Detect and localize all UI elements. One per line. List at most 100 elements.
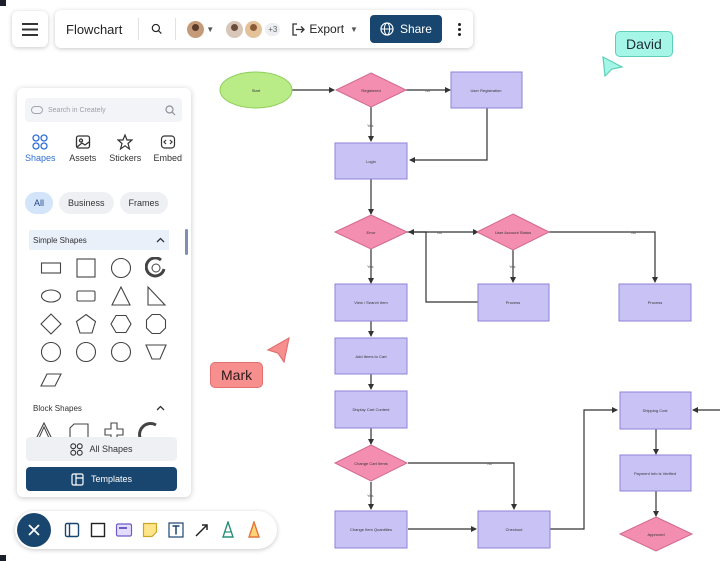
section-header-simple-shapes[interactable]: Simple Shapes	[29, 230, 169, 250]
tab-shapes[interactable]: Shapes	[20, 134, 60, 163]
filter-chip-business[interactable]: Business	[59, 192, 114, 214]
svg-text:Change Item Quantities: Change Item Quantities	[350, 527, 392, 532]
node-process-1[interactable]: Process	[477, 283, 550, 322]
shape-triangle[interactable]	[103, 282, 138, 310]
node-start[interactable]: Start	[219, 71, 293, 109]
tab-embed[interactable]: Embed	[148, 134, 188, 163]
shape-diamond[interactable]	[33, 310, 68, 338]
more-options-icon[interactable]	[454, 22, 465, 36]
edge-label-yes: Yes	[509, 264, 516, 269]
shape-rectangle[interactable]	[33, 254, 68, 282]
chevron-up-icon	[156, 237, 165, 243]
close-icon	[28, 524, 40, 536]
node-display-cart-content[interactable]: Display Cart Content	[334, 390, 408, 429]
shape-circle-small[interactable]	[33, 338, 68, 366]
node-payment-info-verified[interactable]: Payment Info is Verified	[619, 454, 692, 492]
sticky-note-tool[interactable]	[137, 517, 163, 543]
search-icon	[165, 104, 176, 115]
text-tool[interactable]	[163, 517, 189, 543]
shape-rounded-rectangle[interactable]	[68, 282, 103, 310]
share-button[interactable]: Share	[369, 15, 442, 43]
embed-code-icon	[160, 135, 175, 149]
all-shapes-label: All Shapes	[89, 444, 133, 454]
node-view-search-item[interactable]: View / Search Item	[334, 283, 408, 322]
shape-hexagon[interactable]	[103, 310, 138, 338]
svg-text:User Registration: User Registration	[471, 88, 502, 93]
cursor-pointer-icon	[266, 336, 290, 363]
node-registered[interactable]: Registered	[334, 72, 408, 108]
svg-text:Error: Error	[367, 230, 377, 235]
shape-circle-medium[interactable]	[68, 338, 103, 366]
panel-tool[interactable]	[59, 517, 85, 543]
frame-tool[interactable]	[111, 517, 137, 543]
filter-chip-frames[interactable]: Frames	[119, 192, 169, 214]
toolbar-divider	[138, 18, 139, 40]
pen-icon	[222, 521, 234, 538]
svg-text:Approved: Approved	[647, 532, 664, 537]
highlighter-tool[interactable]	[241, 517, 267, 543]
shape-octagon[interactable]	[138, 310, 173, 338]
node-login[interactable]: Login	[334, 142, 408, 180]
collaborator-avatars[interactable]: +3	[226, 20, 281, 38]
node-add-items-to-cart[interactable]: Add Items to Cart	[334, 337, 408, 375]
shape-ellipse[interactable]	[33, 282, 68, 310]
shape-right-triangle[interactable]	[138, 282, 173, 310]
pen-tool[interactable]	[215, 517, 241, 543]
filter-chip-all[interactable]: All	[25, 192, 54, 214]
shape-block-cube[interactable]	[68, 420, 103, 438]
star-icon	[117, 134, 134, 150]
templates-button[interactable]: Templates	[26, 467, 177, 491]
shape-search-input[interactable]: Search in Creately	[25, 98, 182, 122]
edge-labels: No Yes No No Yes Yes No Yes	[367, 88, 637, 498]
search-icon[interactable]	[151, 20, 163, 38]
edge-checkout-shipping	[550, 407, 618, 530]
avatar	[245, 20, 263, 38]
shape-square[interactable]	[68, 254, 103, 282]
shape-arc[interactable]	[138, 254, 173, 282]
node-process-2[interactable]: Process	[618, 283, 692, 322]
edge-change-checkout	[408, 462, 517, 510]
search-placeholder: Search in Creately	[48, 106, 106, 114]
node-change-item-quantities[interactable]: Change Item Quantities	[334, 510, 408, 549]
shape-inverted-trapezoid[interactable]	[138, 338, 173, 366]
shape-parallelogram[interactable]	[33, 366, 68, 394]
window-corner-mark	[0, 0, 6, 6]
frame-icon	[115, 523, 133, 537]
all-shapes-button[interactable]: All Shapes	[26, 437, 177, 461]
export-button[interactable]: Export ▼	[292, 22, 358, 36]
rectangle-tool[interactable]	[85, 517, 111, 543]
shape-circle-large[interactable]	[103, 338, 138, 366]
panel-layout-icon	[64, 522, 80, 538]
node-approved[interactable]: Approved	[618, 516, 694, 552]
export-label: Export	[309, 22, 345, 36]
node-checkout[interactable]: Checkout	[477, 510, 551, 549]
tab-stickers[interactable]: Stickers	[105, 134, 145, 163]
tab-assets[interactable]: Assets	[63, 134, 103, 163]
connector-tool[interactable]	[189, 517, 215, 543]
tab-label: Shapes	[24, 153, 56, 163]
shape-block-cross[interactable]	[103, 420, 138, 438]
close-tools-button[interactable]	[17, 513, 51, 547]
share-label: Share	[399, 22, 432, 36]
node-user-registration[interactable]: User Registration	[450, 71, 523, 109]
main-menu-button[interactable]	[12, 11, 48, 47]
document-title[interactable]: Flowchart	[66, 21, 123, 37]
shape-pentagon[interactable]	[68, 310, 103, 338]
svg-text:Change Cart Items: Change Cart Items	[354, 461, 388, 466]
collaborator-cursor-label: David	[615, 31, 673, 57]
panel-scrollbar[interactable]	[185, 229, 188, 255]
sticky-note-icon	[142, 522, 158, 538]
flowchart-edges	[292, 87, 720, 532]
highlighter-icon	[248, 521, 260, 538]
node-error[interactable]: Error	[333, 214, 409, 250]
node-change-cart-items[interactable]: Change Cart Items	[333, 444, 409, 482]
collaborator-menu[interactable]: ▼	[187, 20, 214, 38]
shape-circle[interactable]	[103, 254, 138, 282]
shape-block-triangle[interactable]	[33, 420, 68, 438]
shape-block-arc[interactable]	[138, 420, 173, 438]
node-user-account-status[interactable]: User Account Status	[475, 213, 551, 251]
node-shipping-cost[interactable]: Shipping Cost	[619, 391, 692, 430]
arrow-icon	[195, 524, 208, 537]
section-header-block-shapes[interactable]: Block Shapes	[29, 398, 169, 418]
